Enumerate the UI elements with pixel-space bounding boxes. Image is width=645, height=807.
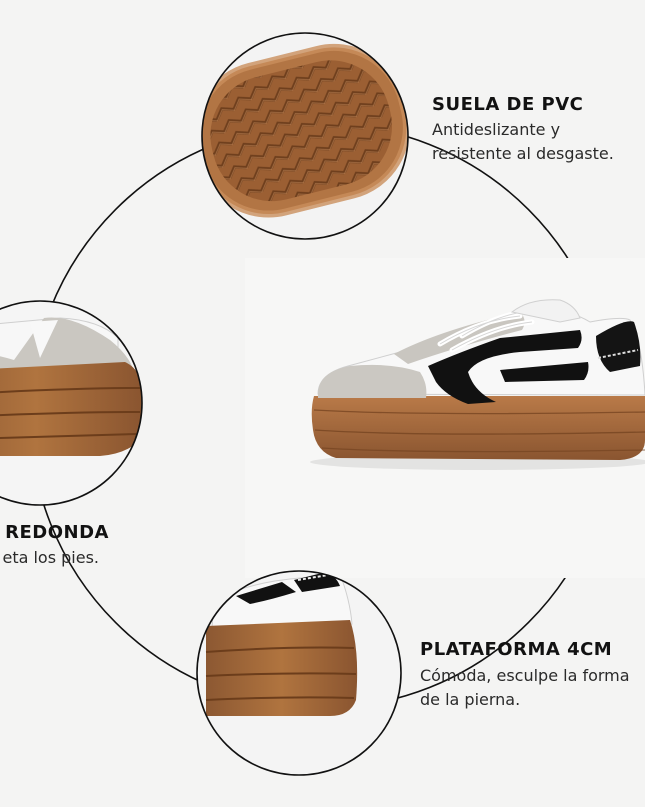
platform-description: Cómoda, esculpe la forma de la pierna.	[420, 666, 630, 709]
toe-detail-frame	[0, 300, 143, 506]
platform-detail-image	[197, 571, 401, 775]
sole-detail-image	[202, 33, 408, 239]
platform-detail-frame	[196, 570, 402, 776]
sole-detail-frame	[201, 32, 409, 240]
sneaker-main-image	[245, 258, 645, 578]
sole-title: SUELA DE PVC	[432, 94, 584, 115]
platform-title: PLATAFORMA 4CM	[420, 639, 613, 660]
toe-detail-image	[0, 301, 142, 505]
toe-description: eta los pies.	[2, 548, 99, 567]
toe-title: A REDONDA	[0, 522, 109, 543]
sole-description: Antideslizante y resistente al desgaste.	[432, 120, 614, 163]
